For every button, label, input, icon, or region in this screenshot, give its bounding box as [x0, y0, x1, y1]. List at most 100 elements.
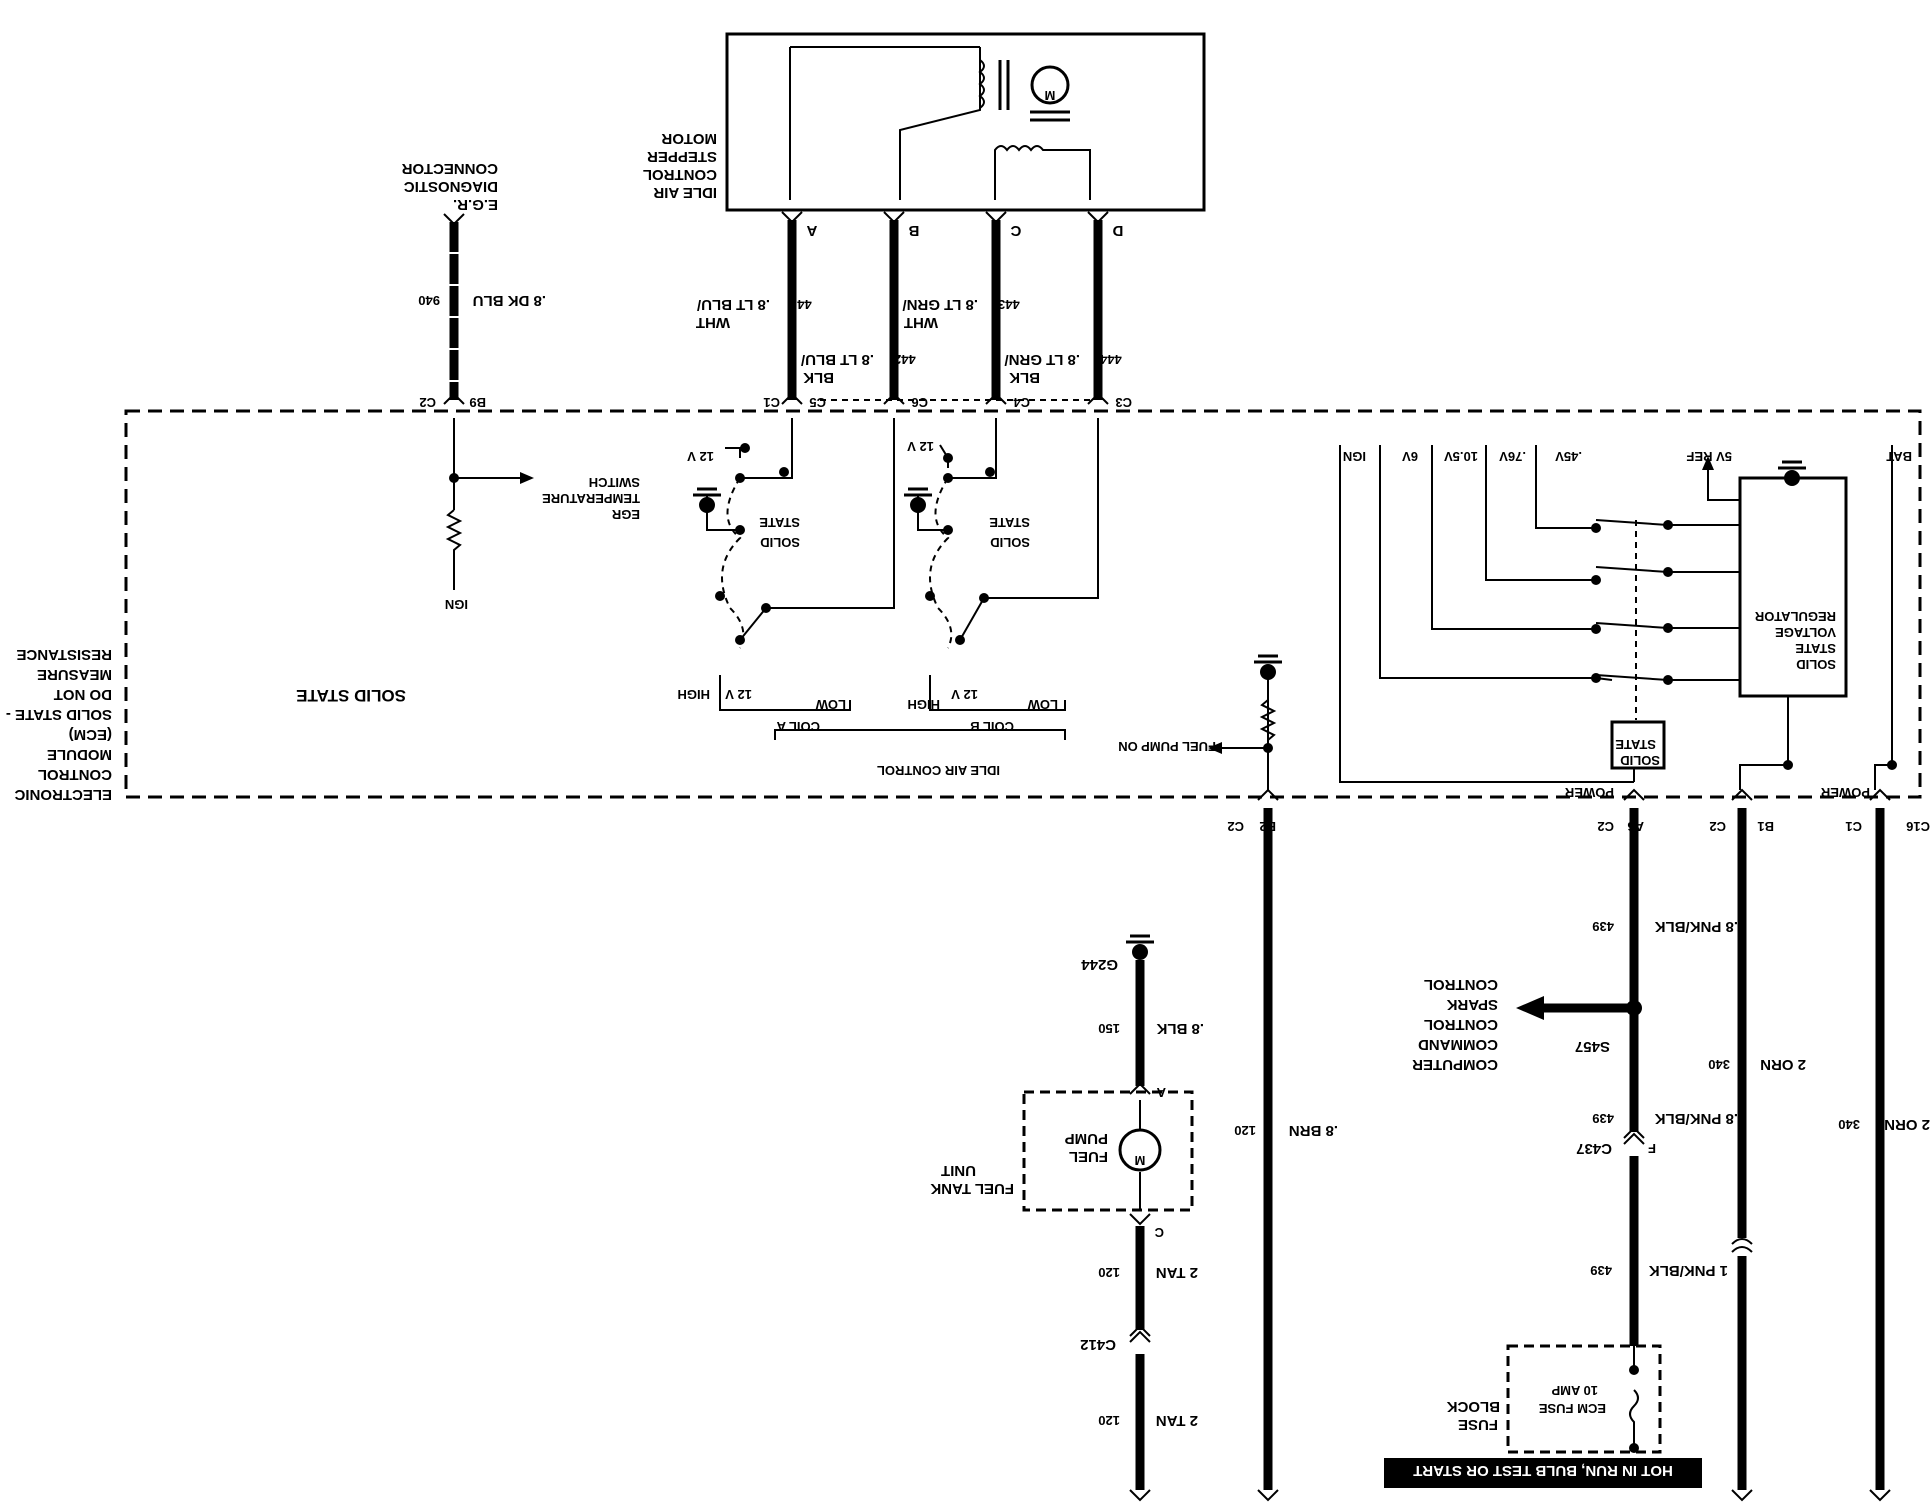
svg-text:ELECTRONIC: ELECTRONIC: [14, 786, 112, 803]
svg-text:SOLID: SOLID: [760, 535, 800, 550]
svg-text:CONNECTOR: CONNECTOR: [401, 160, 498, 177]
fuel-pump-icon: [1118, 1128, 1162, 1172]
svg-text:2 TAN: 2 TAN: [1156, 1264, 1198, 1281]
svg-text:D: D: [1112, 222, 1123, 239]
svg-text:439: 439: [1592, 1111, 1614, 1126]
svg-text:.8 LT BLU/: .8 LT BLU/: [800, 351, 874, 368]
svg-text:POWER: POWER: [1820, 785, 1870, 800]
svg-text:2 ORN: 2 ORN: [1884, 1116, 1930, 1133]
wire-444-label: .8 LT GRN/ BLK 444: [1004, 351, 1122, 386]
svg-text:FUEL: FUEL: [1069, 1148, 1108, 1165]
svg-text:.45V: .45V: [1555, 449, 1582, 464]
ground-icon: [1126, 934, 1154, 960]
svg-text:EGR: EGR: [611, 507, 640, 522]
svg-text:HIGH: HIGH: [908, 697, 941, 712]
fuel-tank-unit: [1022, 1090, 1194, 1212]
svg-text:C2: C2: [1597, 819, 1614, 834]
svg-text:PUMP: PUMP: [1065, 1130, 1108, 1147]
svg-text:12 V: 12 V: [687, 449, 714, 464]
egr-switch-label: EGR TEMPERATURE SWITCH: [542, 475, 640, 522]
svg-text:12 V: 12 V: [907, 439, 934, 454]
svg-text:BLK: BLK: [803, 369, 834, 386]
svg-text:SOLID: SOLID: [1620, 753, 1660, 768]
svg-text:STATE: STATE: [1615, 737, 1656, 752]
svg-text:439: 439: [1592, 919, 1614, 934]
svg-text:C5: C5: [809, 395, 826, 410]
svg-text:6V: 6V: [1402, 449, 1418, 464]
svg-text:POWER: POWER: [1564, 785, 1614, 800]
svg-text:.76V: .76V: [1499, 449, 1526, 464]
svg-text:150: 150: [1098, 1021, 1120, 1036]
svg-text:MOTOR: MOTOR: [661, 130, 717, 147]
svg-text:.8 LT GRN/: .8 LT GRN/: [902, 296, 978, 313]
ground-icon: [1778, 460, 1806, 486]
svg-text:C2: C2: [1227, 819, 1244, 834]
svg-text:SOLID STATE -: SOLID STATE -: [6, 706, 112, 723]
svg-text:BLK: BLK: [1009, 369, 1040, 386]
svg-text:120: 120: [1098, 1265, 1120, 1280]
svg-text:SPARK: SPARK: [1446, 996, 1498, 1013]
svg-text:CONTROL: CONTROL: [643, 166, 717, 183]
svg-text:CONTROL: CONTROL: [1424, 1016, 1498, 1033]
svg-text:340: 340: [1708, 1057, 1730, 1072]
svg-text:CONTROL: CONTROL: [38, 766, 112, 783]
svg-text:FUEL PUMP ON: FUEL PUMP ON: [1118, 739, 1216, 754]
iac-motor-box: [725, 32, 1206, 212]
svg-text:.8 LT BLU/: .8 LT BLU/: [696, 296, 770, 313]
svg-text:340: 340: [1838, 1117, 1860, 1132]
svg-text:442: 442: [894, 352, 916, 367]
svg-text:C: C: [1154, 1225, 1164, 1240]
svg-text:STEPPER: STEPPER: [647, 148, 717, 165]
svg-text:E.G.R.: E.G.R.: [453, 196, 498, 213]
svg-text:ECM FUSE: ECM FUSE: [1539, 1401, 1607, 1416]
svg-text:C437: C437: [1576, 1140, 1612, 1157]
svg-text:SOLID: SOLID: [1796, 657, 1836, 672]
egr-diag-label: E.G.R. DIAGNOSTIC CONNECTOR: [401, 160, 498, 213]
svg-text:RESISTANCE: RESISTANCE: [16, 646, 112, 663]
svg-text:1 PNK/BLK: 1 PNK/BLK: [1649, 1262, 1728, 1279]
svg-text:C412: C412: [1080, 1336, 1116, 1353]
svg-text:STATE: STATE: [989, 515, 1030, 530]
svg-text:940: 940: [418, 293, 440, 308]
svg-text:.8 LT GRN/: .8 LT GRN/: [1004, 351, 1080, 368]
svg-text:G244: G244: [1081, 956, 1118, 973]
svg-text:FUEL TANK: FUEL TANK: [930, 1180, 1014, 1197]
svg-text:C16: C16: [1906, 819, 1930, 834]
svg-text:F: F: [1648, 1141, 1656, 1156]
ecm-label: ELECTRONIC CONTROL MODULE (ECM) SOLID ST…: [6, 646, 112, 803]
svg-text:C1: C1: [1845, 819, 1862, 834]
svg-text:SWITCH: SWITCH: [589, 475, 640, 490]
iac-motor-m: M: [1045, 88, 1056, 103]
wire-443-label: .8 LT GRN/ WHT 443: [902, 296, 1020, 331]
svg-text:M: M: [1135, 1153, 1146, 1168]
ground-icon: [904, 487, 932, 513]
svg-text:COIL B: COIL B: [970, 719, 1014, 734]
svg-text:12 V: 12 V: [951, 687, 978, 702]
svg-text:HOT IN RUN, BULB TEST OR START: HOT IN RUN, BULB TEST OR START: [1413, 1462, 1673, 1479]
svg-text:C: C: [1010, 222, 1021, 239]
svg-text:COIL A: COIL A: [776, 719, 820, 734]
svg-text:IGN: IGN: [445, 597, 468, 612]
iac-motor-icon: [1030, 65, 1070, 105]
svg-text:.8 DK BLU: .8 DK BLU: [473, 292, 546, 309]
svg-text:B9: B9: [469, 395, 486, 410]
svg-text:A: A: [806, 222, 817, 239]
svg-text:BLOCK: BLOCK: [1447, 1398, 1500, 1415]
svg-text:B2: B2: [1259, 819, 1276, 834]
ground-icon: [693, 487, 721, 513]
svg-text:MODULE: MODULE: [47, 746, 112, 763]
svg-text:439: 439: [1590, 1263, 1612, 1278]
svg-text:STATE: STATE: [759, 515, 800, 530]
svg-text:2 TAN: 2 TAN: [1156, 1412, 1198, 1429]
svg-text:HIGH: HIGH: [678, 687, 711, 702]
svg-text:441: 441: [790, 297, 812, 312]
svg-text:CONTROL: CONTROL: [1424, 976, 1498, 993]
svg-text:.8 BRN: .8 BRN: [1289, 1122, 1338, 1139]
svg-text:DO NOT: DO NOT: [54, 686, 112, 703]
svg-text:UNIT: UNIT: [941, 1162, 976, 1179]
svg-text:COMPUTER: COMPUTER: [1412, 1056, 1498, 1073]
svg-text:.8 PNK/BLK: .8 PNK/BLK: [1654, 918, 1738, 935]
wire-442-label: .8 LT BLU/ BLK 442: [800, 351, 916, 386]
svg-text:S457: S457: [1575, 1038, 1610, 1055]
